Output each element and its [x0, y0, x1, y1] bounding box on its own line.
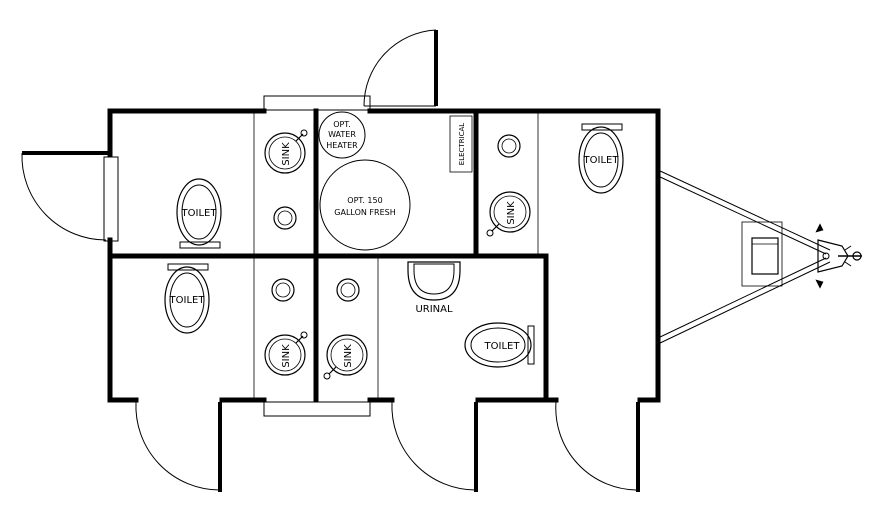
- toilet-room3: [578, 123, 624, 194]
- door-swing-icon: [21, 29, 640, 492]
- toilet-label: TOILET: [181, 208, 218, 219]
- small-fixture-icons: [271, 134, 521, 302]
- toilet-room1: [176, 178, 222, 249]
- fresh-tank-label: OPT. 150: [347, 196, 382, 205]
- toilet-label: TOILET: [583, 155, 620, 166]
- walls: [107, 108, 661, 403]
- sink-label: SINK: [506, 201, 517, 225]
- fresh-tank-label: GALLON FRESH: [334, 208, 395, 217]
- counter-lines: [253, 113, 539, 398]
- electrical-label: ELECTRICAL: [458, 123, 466, 166]
- urinal-label: URINAL: [415, 304, 453, 315]
- sink-label: SINK: [343, 344, 354, 368]
- water-heater-label: WATER: [328, 130, 356, 139]
- sink-icon: [264, 129, 531, 380]
- water-heater-label: OPT.: [333, 120, 351, 129]
- toilet-label: TOILET: [484, 341, 521, 352]
- tank-icon: [318, 111, 411, 251]
- sink-label: SINK: [281, 142, 292, 166]
- toilet-room4: [464, 322, 535, 368]
- sink-label: SINK: [281, 344, 292, 368]
- toilet-room2: [164, 263, 210, 334]
- urinal-icon: [407, 261, 461, 301]
- water-heater-label: HEATER: [326, 141, 358, 150]
- toilet-label: TOILET: [169, 295, 206, 306]
- toilet-icon: [164, 123, 624, 368]
- trailer-hitch-icon: [657, 169, 862, 345]
